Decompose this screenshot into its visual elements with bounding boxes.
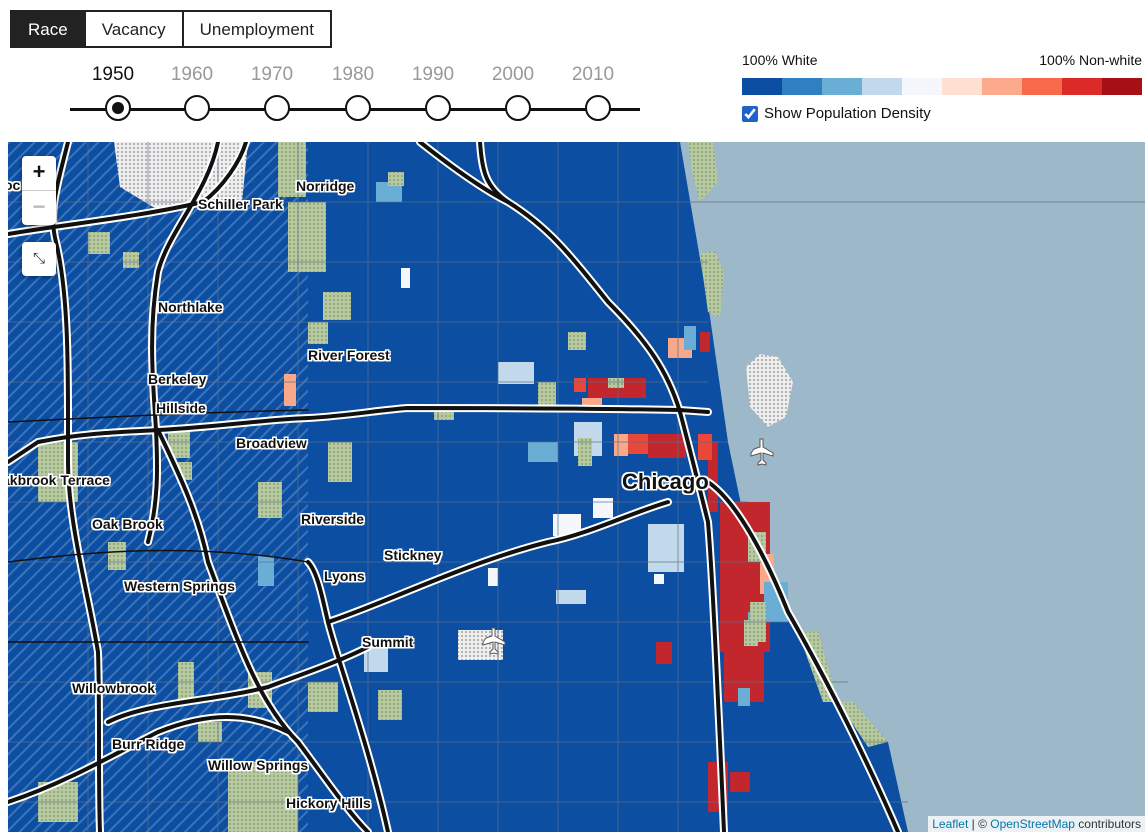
year-label-2010[interactable]: 2010 [571,64,615,85]
year-label-1970[interactable]: 1970 [250,64,294,85]
year-stop-1970[interactable] [264,95,290,121]
place-lyons: Lyons [324,568,365,584]
legend-swatch-4 [902,78,942,95]
year-label-1960[interactable]: 1960 [170,64,214,85]
year-label-1980[interactable]: 1980 [331,64,375,85]
place-oak-brook: Oak Brook [92,516,163,532]
place-northlake: Northlake [158,299,223,315]
place-hickory-hills: Hickory Hills [286,795,371,811]
map-tiles [8,142,1145,832]
legend-swatch-8 [1062,78,1102,95]
place-oakbrook-terrace: akbrook Terrace [8,472,110,488]
place-norridge: Norridge [296,178,355,194]
year-label-1990[interactable]: 1990 [411,64,455,85]
year-stop-2000[interactable] [505,95,531,121]
place-hillside: Hillside [156,400,206,416]
place-schiller-park: Schiller Park [198,196,283,212]
place-chicago: Chicago [622,469,709,494]
year-label-2000[interactable]: 2000 [491,64,535,85]
legend-swatch-2 [822,78,862,95]
race-legend: 100% White 100% Non-white Show Populatio… [742,52,1142,122]
zoom-in-button[interactable]: + [32,159,46,184]
legend-label-white: 100% White [742,52,818,68]
fullscreen-button[interactable]: ⤡ [22,242,56,276]
place-broadview: Broadview [236,435,307,451]
place-willow-springs: Willow Springs [208,757,309,773]
map-attribution: Leaflet | © OpenStreetMap contributors [928,816,1145,832]
airport-icons [482,438,774,655]
legend-swatch-7 [1022,78,1062,95]
population-density-checkbox[interactable] [742,105,758,122]
legend-color-scale [742,78,1142,95]
legend-swatch-5 [942,78,982,95]
year-timeline: 1950 1960 1970 1980 1990 2000 2010 [70,60,640,130]
place-riverside: Riverside [301,511,365,527]
place-western-springs: Western Springs [124,578,235,594]
year-labels: 1950 1960 1970 1980 1990 2000 2010 [70,64,640,88]
year-stop-1980[interactable] [345,95,371,121]
place-burr-ridge: Burr Ridge [112,736,185,752]
year-stop-1960[interactable] [184,95,210,121]
place-stickney: Stickney [384,547,442,563]
street-grid [8,142,1145,832]
place-river-forest: River Forest [308,347,390,363]
highway-network [8,142,902,832]
legend-swatch-1 [782,78,822,95]
openstreetmap-link[interactable]: OpenStreetMap [990,817,1075,831]
attribution-suffix: contributors [1074,817,1141,831]
population-density-label: Show Population Density [764,105,931,122]
year-stop-2010[interactable] [585,95,611,121]
place-summit: Summit [362,634,414,650]
year-label-1950[interactable]: 1950 [91,64,135,85]
legend-swatch-0 [742,78,782,95]
place-berkeley: Berkeley [148,371,207,387]
tab-vacancy[interactable]: Vacancy [85,12,184,46]
leaflet-link[interactable]: Leaflet [932,817,969,831]
map-view[interactable]: Schiller Park Norridge Northlake River F… [8,142,1145,832]
tab-race[interactable]: Race [12,12,86,46]
year-stop-1990[interactable] [425,95,451,121]
year-stop-1950[interactable] [105,95,131,121]
attribution-separator: | © [968,817,991,831]
legend-swatch-9 [1102,78,1142,95]
legend-label-nonwhite: 100% Non-white [1039,52,1142,68]
legend-swatch-6 [982,78,1022,95]
layer-tabs: Race Vacancy Unemployment [10,10,332,48]
expand-icon: ⤡ [32,250,45,267]
legend-labels: 100% White 100% Non-white [742,52,1142,72]
zoom-out-button[interactable]: − [22,190,56,225]
population-density-toggle[interactable]: Show Population Density [742,105,1142,122]
place-willowbrook: Willowbrook [72,680,156,696]
legend-swatch-3 [862,78,902,95]
zoom-control: + − [22,156,56,225]
tab-unemployment[interactable]: Unemployment [183,12,330,46]
park-areas [38,142,888,832]
